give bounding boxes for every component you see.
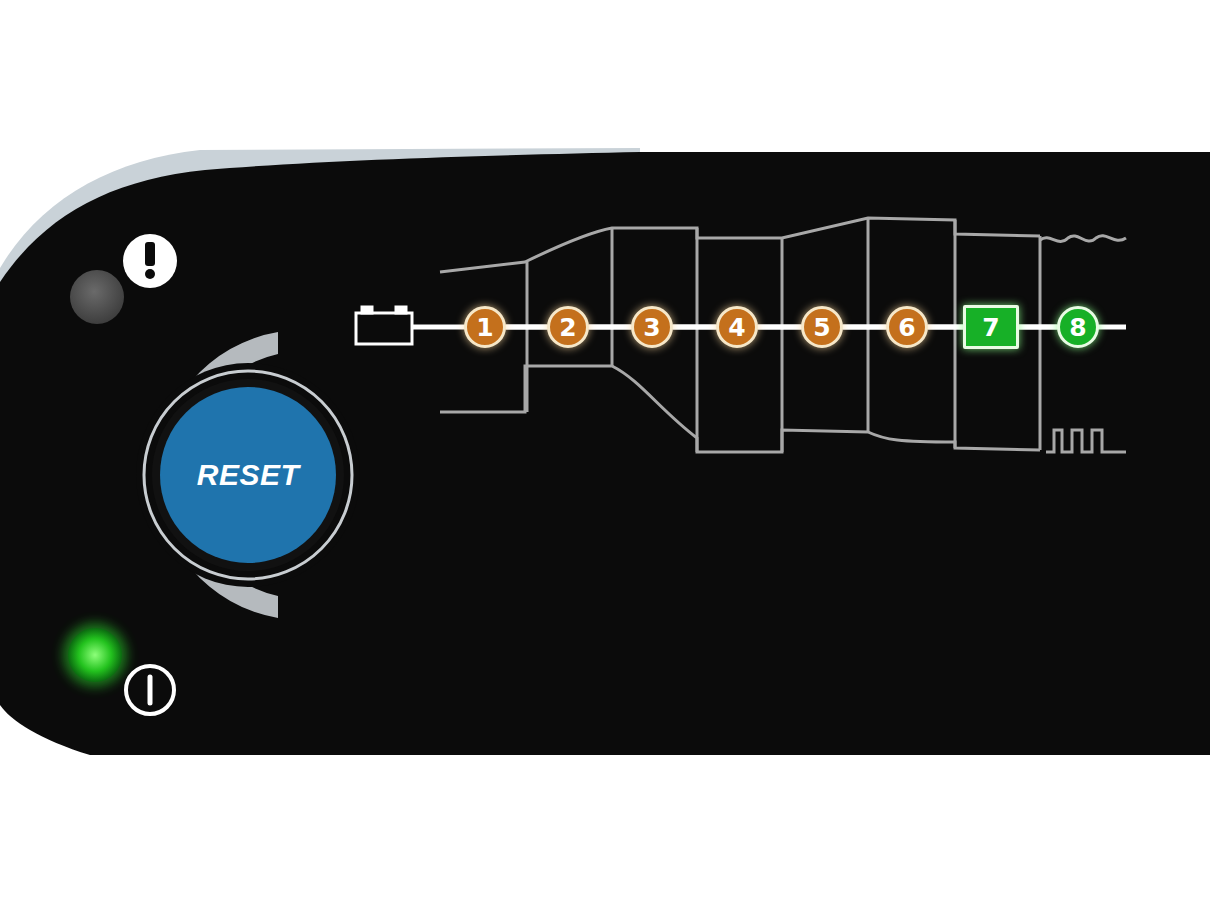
stage-circle: 5 [801,306,843,348]
stage-connector [673,325,716,330]
stage-number: 5 [813,313,830,342]
stage-connector [1019,325,1057,330]
stage-circle: 8 [1057,306,1099,348]
error-led [70,270,124,324]
stage-number: 7 [982,313,999,342]
warning-dot [145,269,155,279]
stage-number: 4 [728,313,745,342]
reset-ring-inner [152,379,344,571]
stage-circle: 4 [716,306,758,348]
stage-connector [758,325,801,330]
button-label: RESET [197,458,300,492]
power-icon [126,666,174,714]
charge-curve [440,218,1126,452]
stage-number: 6 [898,313,915,342]
reset-ring-outer [144,371,352,579]
warning-icon [123,234,177,288]
stage-number: 8 [1069,313,1086,342]
stage-circle: 3 [631,306,673,348]
stage-number: 1 [476,313,493,342]
stage-number: 3 [643,313,660,342]
battery-icon [356,307,412,344]
stage-circle: 1 [464,306,506,348]
stage-connector [928,325,963,330]
stage-number: 2 [559,313,576,342]
panel [0,152,1210,755]
warning-mark [145,242,155,266]
reset-button: RESET [160,387,336,563]
stage-connector [589,325,631,330]
stage-square: 7 [963,305,1019,349]
power-led [68,628,122,682]
stage-connector [843,325,886,330]
power-led-glow [63,623,127,687]
reset-ring [136,363,360,587]
stage-connector [506,325,547,330]
power-mark [148,677,153,703]
stage-circle: 2 [547,306,589,348]
stage-circle: 6 [886,306,928,348]
